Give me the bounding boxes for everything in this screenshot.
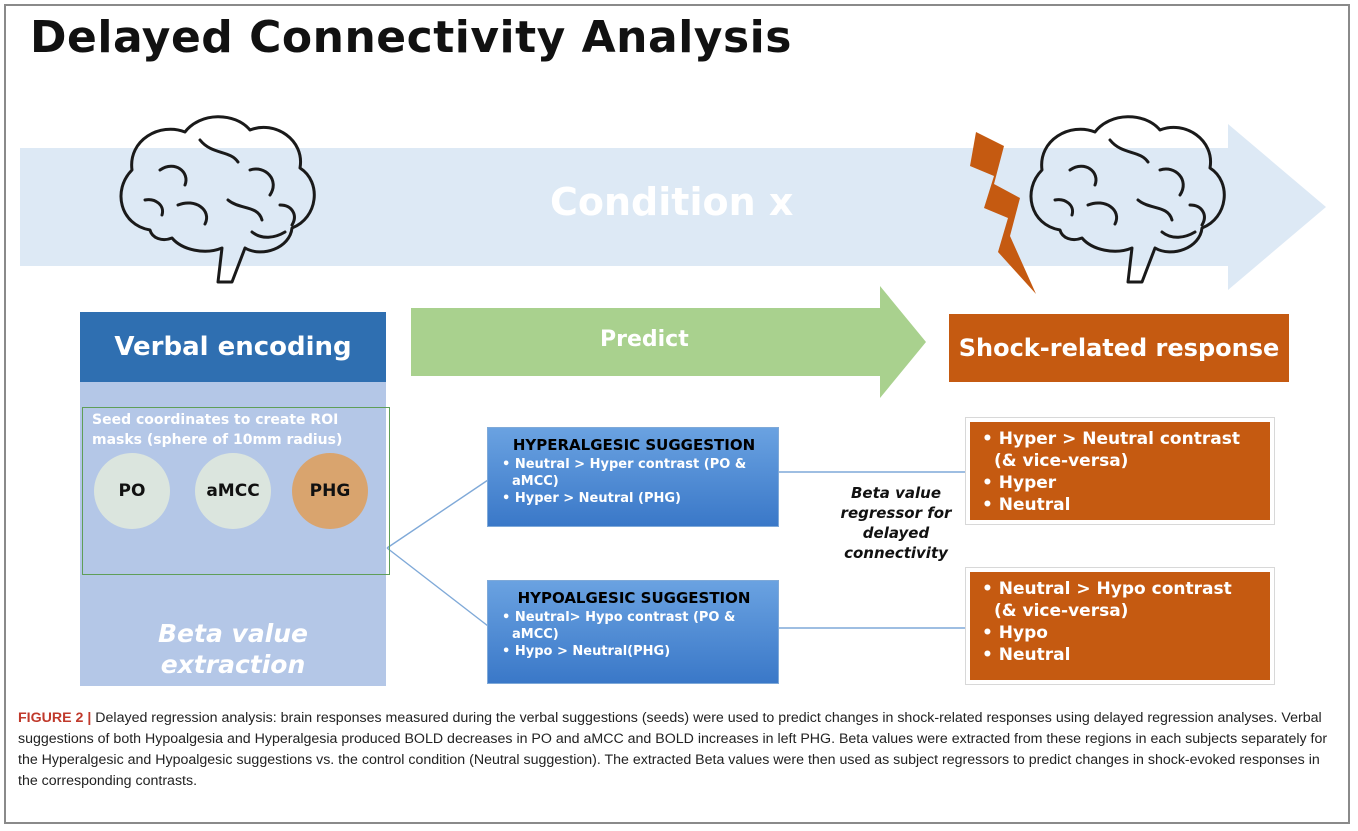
lightning-bolt-icon xyxy=(970,132,1036,294)
connector-lines xyxy=(386,471,966,629)
seed-circle-phg: PHG xyxy=(292,453,368,529)
hypoalgesic-title: HYPOALGESIC SUGGESTION xyxy=(517,589,751,607)
seed-coordinates-text: Seed coordinates to create ROI masks (sp… xyxy=(92,412,343,448)
diagram-title: Delayed Connectivity Analysis xyxy=(30,12,792,63)
hyperalgesic-item: • Neutral > Hyper contrast (PO & aMCC) xyxy=(502,457,747,489)
figure-caption: FIGURE 2 | Delayed regression analysis: … xyxy=(18,708,1340,792)
hyperalgesic-item: • Hyper > Neutral (PHG) xyxy=(502,491,681,506)
hypoalgesic-item: • Neutral> Hypo contrast (PO & aMCC) xyxy=(502,610,736,642)
brain-right-icon xyxy=(1029,115,1226,284)
seed-circle-amcc: aMCC xyxy=(195,453,271,529)
shock-response-header: Shock-related response xyxy=(949,314,1289,382)
hyper-response-item: • Hyper xyxy=(982,473,1057,493)
hyperalgesic-title: HYPERALGESIC SUGGESTION xyxy=(512,436,756,454)
hypoalgesic-suggestion-box: HYPOALGESIC SUGGESTION • Neutral> Hypo c… xyxy=(487,580,779,684)
beta-regressor-label: Beta value regressor for delayed connect… xyxy=(840,484,952,562)
hypo-response-item: • Hypo xyxy=(982,623,1048,643)
hypoalgesic-item: • Hypo > Neutral(PHG) xyxy=(502,644,671,659)
verbal-encoding-header: Verbal encoding xyxy=(80,312,386,382)
hyper-response-item: • Hyper > Neutral contrast (& vice-versa… xyxy=(982,429,1240,471)
condition-label: Condition x xyxy=(550,180,794,224)
hyper-response-box: • Hyper > Neutral contrast (& vice-versa… xyxy=(965,417,1275,525)
caption-label: FIGURE 2 | xyxy=(18,710,92,726)
hypo-response-box: • Neutral > Hypo contrast (& vice-versa)… xyxy=(965,567,1275,685)
figure-frame xyxy=(4,4,1350,824)
verbal-encoding-panel xyxy=(80,382,386,686)
brain-left-icon xyxy=(119,115,316,284)
predict-label: Predict xyxy=(600,327,689,352)
hyper-response-item: • Neutral xyxy=(982,495,1071,515)
hypo-response-item: • Neutral xyxy=(982,645,1071,665)
diagram-canvas xyxy=(20,115,1326,629)
seed-circle-po: PO xyxy=(94,453,170,529)
predict-arrow xyxy=(411,286,926,398)
beta-value-extraction-label: Beta value extraction xyxy=(157,619,309,679)
caption-text: Delayed regression analysis: brain respo… xyxy=(18,710,1328,789)
hyperalgesic-suggestion-box: HYPERALGESIC SUGGESTION • Neutral > Hype… xyxy=(487,427,779,527)
hypo-response-item: • Neutral > Hypo contrast (& vice-versa) xyxy=(982,579,1232,621)
seed-roi-box xyxy=(82,407,390,575)
